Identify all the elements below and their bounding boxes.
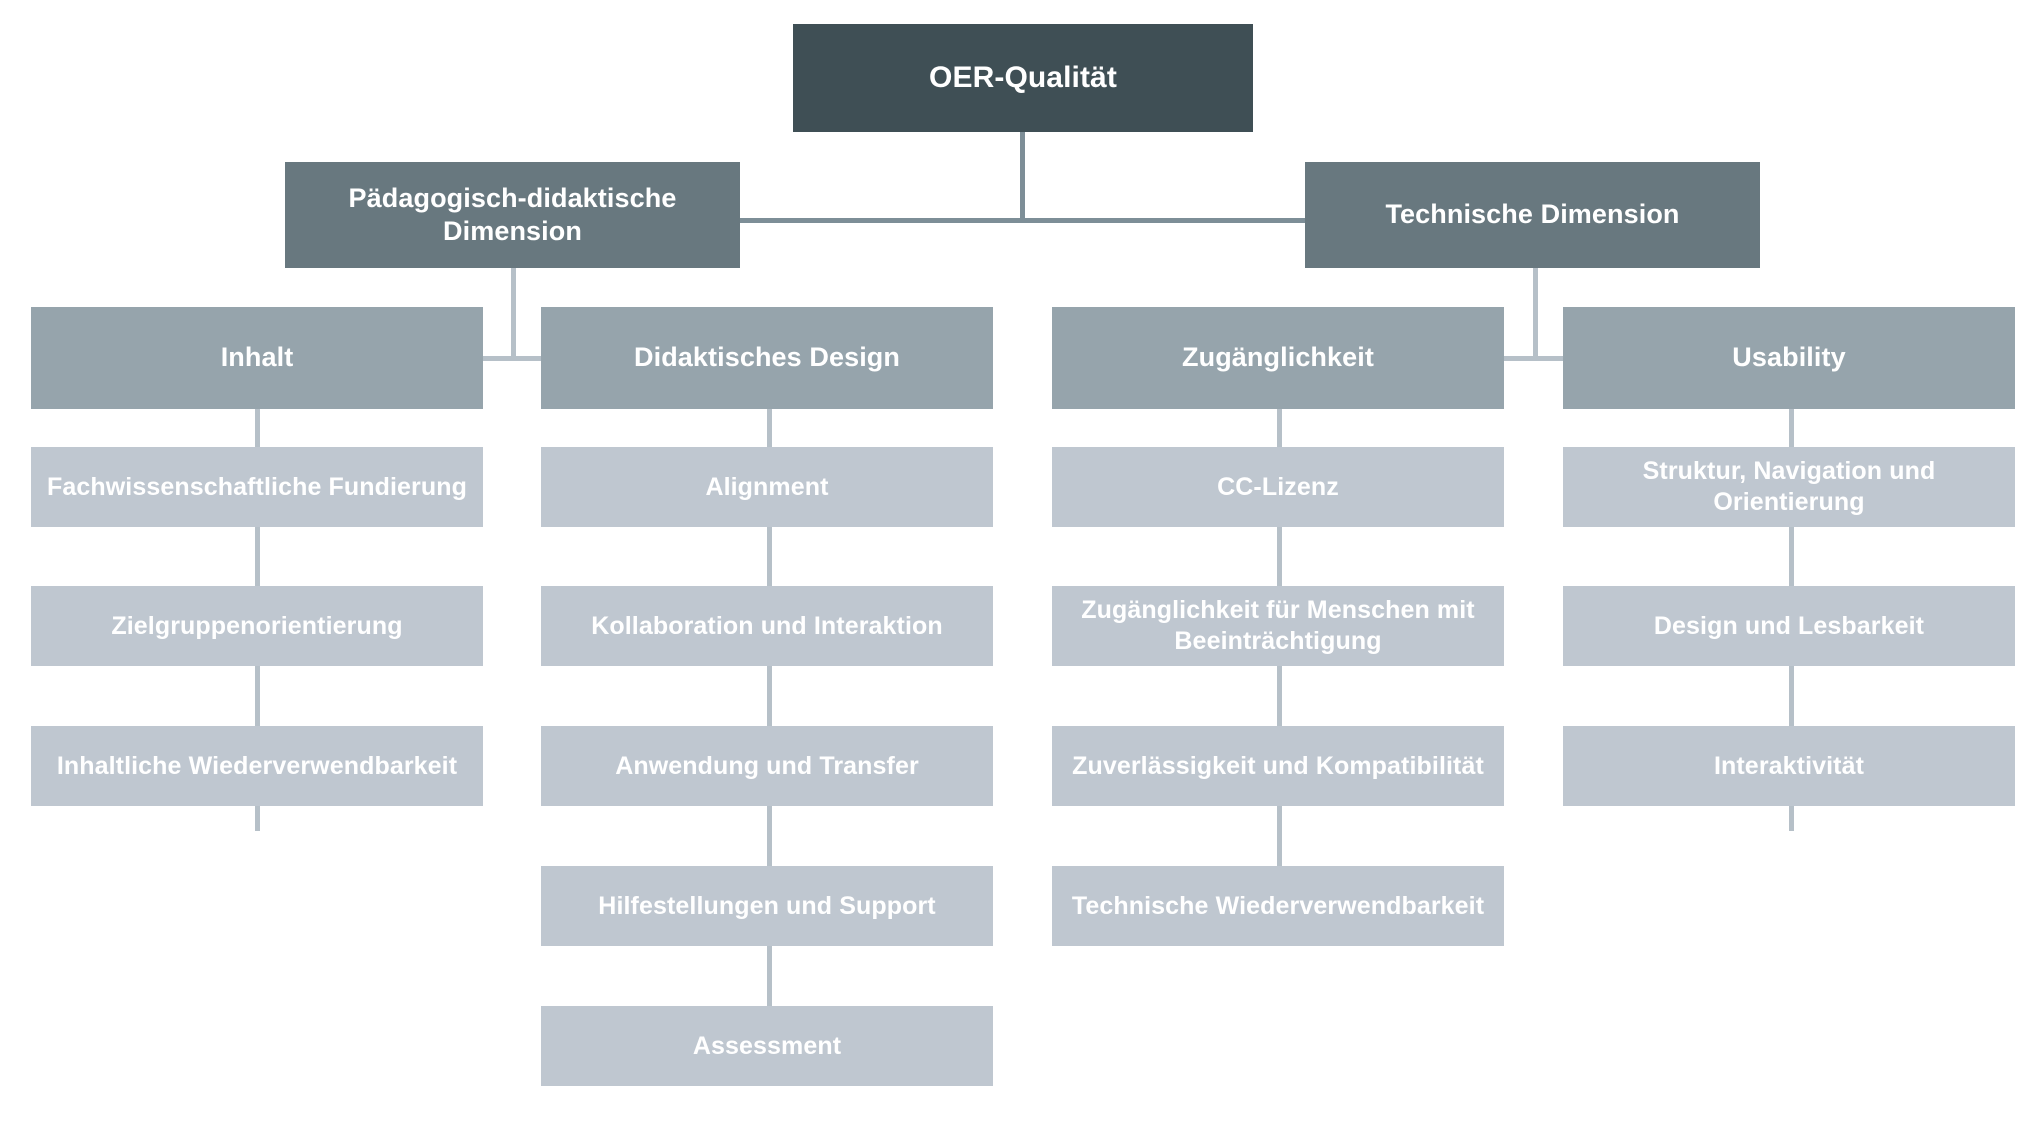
node-leaf-zugaenglichkeit-beeintraechtigung[interactable]: Zugänglichkeit für Menschen mit Beeinträ… <box>1052 586 1504 666</box>
node-leaf-struktur-navigation-orientierung[interactable]: Struktur, Navigation und Orientierung <box>1563 447 2015 527</box>
connector-dim2-down <box>1533 268 1538 360</box>
connector-column-2-spine <box>767 409 772 1031</box>
node-leaf-zuverlaessigkeit-und-kompatibilitaet[interactable]: Zuverlässigkeit und Kompatibilität <box>1052 726 1504 806</box>
node-leaf-kollaboration-und-interaktion[interactable]: Kollaboration und Interaktion <box>541 586 993 666</box>
node-root-oer-qualitaet[interactable]: OER-Qualität <box>793 24 1253 132</box>
node-leaf-technische-wiederverwendbarkeit[interactable]: Technische Wiederverwendbarkeit <box>1052 866 1504 946</box>
node-leaf-assessment[interactable]: Assessment <box>541 1006 993 1086</box>
node-leaf-fachwissenschaftliche-fundierung[interactable]: Fachwissenschaftliche Fundierung <box>31 447 483 527</box>
connector-column-3-spine <box>1277 409 1282 931</box>
node-category-didaktisches-design[interactable]: Didaktisches Design <box>541 307 993 409</box>
connector-cat-group2-bar <box>1277 356 1789 361</box>
node-category-zugaenglichkeit[interactable]: Zugänglichkeit <box>1052 307 1504 409</box>
connector-dimensions-bar <box>735 218 1310 223</box>
connector-root-down <box>1020 132 1025 222</box>
node-leaf-zielgruppenorientierung[interactable]: Zielgruppenorientierung <box>31 586 483 666</box>
connector-cat-group1-bar <box>255 356 767 361</box>
node-category-inhalt[interactable]: Inhalt <box>31 307 483 409</box>
node-dimension-technisch[interactable]: Technische Dimension <box>1305 162 1760 268</box>
node-leaf-inhaltliche-wiederverwendbarkeit[interactable]: Inhaltliche Wiederverwendbarkeit <box>31 726 483 806</box>
node-dimension-paedagogisch-didaktisch[interactable]: Pädagogisch-didaktische Dimension <box>285 162 740 268</box>
connector-dim1-down <box>511 268 516 360</box>
node-category-usability[interactable]: Usability <box>1563 307 2015 409</box>
node-leaf-anwendung-und-transfer[interactable]: Anwendung und Transfer <box>541 726 993 806</box>
node-leaf-design-und-lesbarkeit[interactable]: Design und Lesbarkeit <box>1563 586 2015 666</box>
node-leaf-cc-lizenz[interactable]: CC-Lizenz <box>1052 447 1504 527</box>
node-leaf-hilfestellungen-und-support[interactable]: Hilfestellungen und Support <box>541 866 993 946</box>
node-leaf-alignment[interactable]: Alignment <box>541 447 993 527</box>
node-leaf-interaktivitaet[interactable]: Interaktivität <box>1563 726 2015 806</box>
